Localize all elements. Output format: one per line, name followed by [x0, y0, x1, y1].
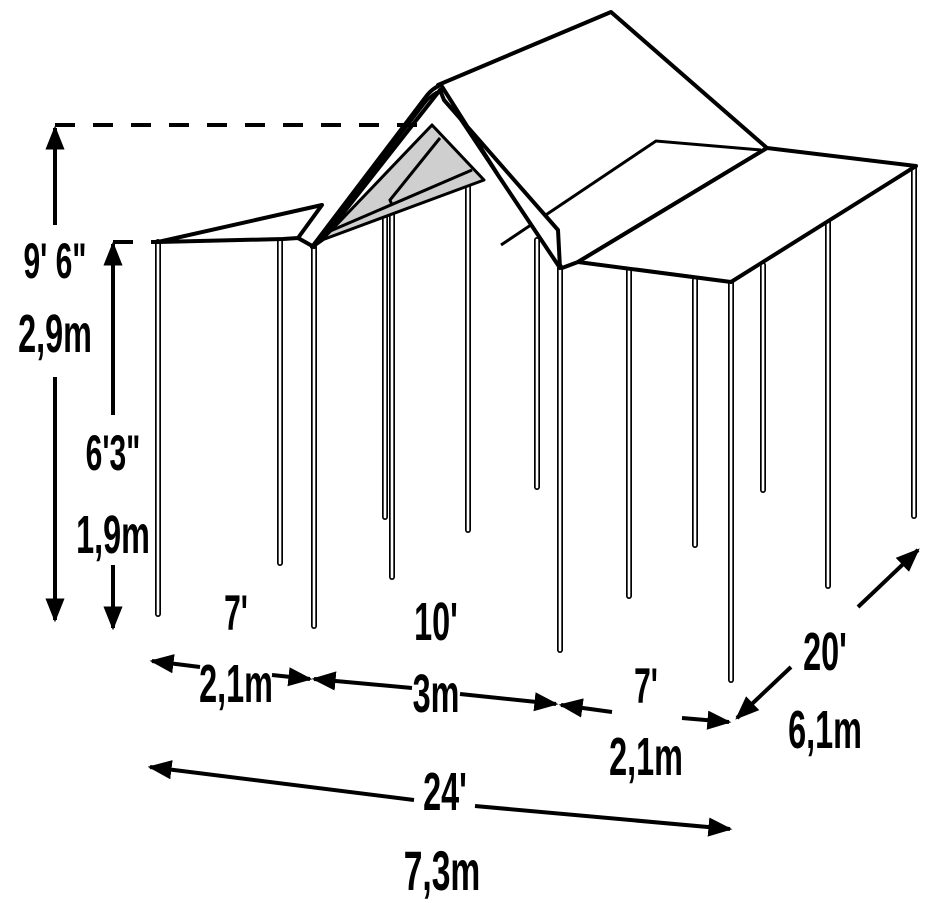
- eave-height-imperial: 6'3": [86, 425, 141, 481]
- dimension-lines: [45, 123, 920, 837]
- center-width-metric: 3m: [413, 665, 460, 724]
- depth-label: 20' 6,1m: [788, 623, 862, 760]
- total-width-metric: 7,3m: [404, 839, 481, 902]
- eave-height-label: 6'3" 1,9m: [76, 425, 150, 565]
- dimension-labels: 9' 6" 2,9m 6'3" 1,9m 7' 2,1m 10' 3m 7' 2…: [18, 233, 862, 902]
- peak-height-label: 9' 6" 2,9m: [18, 233, 92, 364]
- right-wing-width-label: 7' 2,1m: [609, 658, 683, 787]
- center-width-label: 10' 3m: [413, 593, 460, 724]
- right-wing-width-imperial: 7': [634, 658, 658, 714]
- total-width-imperial: 24': [423, 763, 467, 822]
- left-wing-width-label: 7' 2,1m: [199, 585, 273, 714]
- left-wing-width-metric: 2,1m: [199, 655, 273, 714]
- right-wing-width-metric: 2,1m: [609, 728, 683, 787]
- main-roof-front-band: [310, 83, 562, 270]
- canopy-roof: [156, 10, 918, 284]
- peak-height-imperial: 9' 6": [23, 233, 86, 289]
- total-width-label: 24' 7,3m: [404, 763, 481, 902]
- canopy-legs: [155, 165, 917, 683]
- eave-height-metric: 1,9m: [76, 506, 150, 565]
- right-wing-roof: [576, 146, 918, 284]
- left-wing-width-imperial: 7': [224, 585, 248, 641]
- center-width-imperial: 10': [414, 593, 458, 652]
- depth-metric: 6,1m: [788, 701, 862, 760]
- peak-height-metric: 2,9m: [18, 305, 92, 364]
- left-wing-roof: [156, 203, 324, 249]
- depth-imperial: 20': [803, 623, 847, 682]
